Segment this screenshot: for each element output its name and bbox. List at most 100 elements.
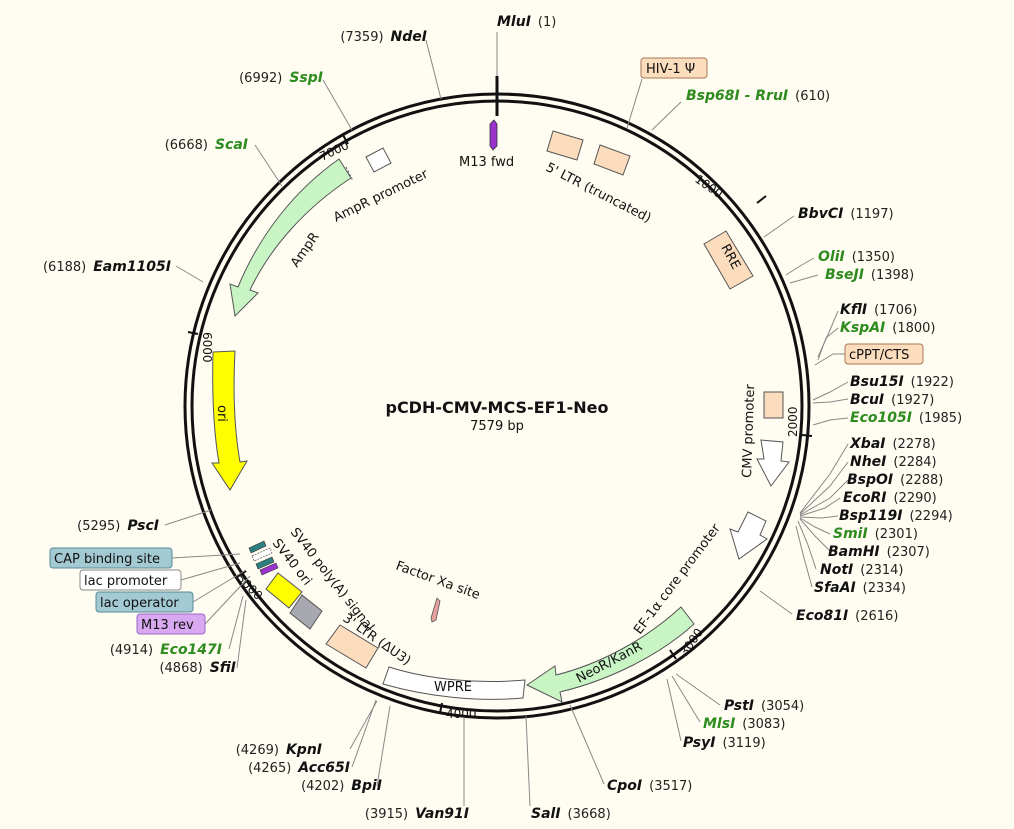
box-m13-rev[interactable]: M13 rev <box>136 575 251 635</box>
enzyme-bspoi-pos: (2288) <box>900 473 943 488</box>
enzyme-sfii[interactable]: (4868)SfiI <box>159 660 236 676</box>
ampr-promoter-arrow <box>365 147 392 173</box>
enzyme-bamhi[interactable]: BamHI(2307) <box>828 544 930 560</box>
enzyme-kpni[interactable]: (4269)KpnI <box>236 742 322 758</box>
enzyme-noti-pos: (2314) <box>860 563 903 578</box>
m13-rev-mark <box>259 562 279 576</box>
leader-smii <box>799 517 831 535</box>
enzyme-van91i[interactable]: (3915) Van91I <box>365 806 469 822</box>
enzyme-labels-left: (3915) Van91I (4202)BpiI (4269)KpnI (4265… <box>43 29 469 822</box>
enzyme-ndei[interactable]: (7359)NdeI <box>340 29 427 45</box>
enzyme-bpii[interactable]: (4202)BpiI <box>301 778 382 794</box>
enzyme-van91i-pos: (3915) <box>365 807 408 822</box>
enzyme-xbai[interactable]: XbaI(2278) <box>849 436 936 452</box>
enzyme-ecori[interactable]: EcoRI(2290) <box>843 490 937 506</box>
enzyme-bbvci[interactable]: BbvCI(1197) <box>798 206 894 222</box>
enzyme-nhei[interactable]: NheI(2284) <box>850 454 937 470</box>
enzyme-psyi-pos: (3119) <box>722 736 765 751</box>
enzyme-sfaai[interactable]: SfaAI(2334) <box>814 580 906 596</box>
enzyme-eco105i[interactable]: Eco105I(1985) <box>850 410 962 426</box>
enzyme-bspoi[interactable]: BspOI (2288) <box>847 472 943 488</box>
enzyme-psyi[interactable]: PsyI (3119) <box>683 735 766 751</box>
box-lac-operator[interactable]: lac operator <box>95 569 247 613</box>
enzyme-eam1105i-name: Eam1105I <box>93 259 171 275</box>
leader-sfii <box>236 599 247 669</box>
feature-m13-fwd[interactable]: M13 fwd <box>459 119 514 170</box>
enzyme-mlsi-pos: (3083) <box>742 717 785 732</box>
enzyme-acc65i[interactable]: (4265)Acc65I <box>248 760 350 776</box>
feature-5-ltr[interactable]: 5' LTR (truncated) <box>543 130 653 226</box>
enzyme-psci-pos: (5295) <box>77 519 120 534</box>
box-cppt-cts[interactable]: cPPT/CTS <box>814 343 924 366</box>
enzyme-kfli[interactable]: KflI(1706) <box>840 302 917 318</box>
tick-3000 <box>669 649 677 660</box>
box-cap-binding-site[interactable]: CAP binding site <box>49 547 241 569</box>
enzyme-scai-name: ScaI <box>215 137 248 153</box>
leader-bspoi <box>799 479 849 516</box>
enzyme-sspi[interactable]: (6992) SspI <box>239 70 323 86</box>
leader-psyi <box>666 678 682 742</box>
lac-operator-leader <box>192 569 247 603</box>
feature-rre[interactable]: RRE <box>703 230 754 290</box>
feature-ef1a-promoter[interactable]: EF-1α core promoter <box>631 511 768 637</box>
enzyme-van91i-name: Van91I <box>415 806 469 822</box>
enzyme-psyi-name: PsyI <box>683 735 715 751</box>
feature-factor-xa[interactable]: Factor Xa site <box>394 559 482 623</box>
leader-acc65i <box>349 700 378 750</box>
enzyme-eco147i[interactable]: (4914)Eco147I <box>110 642 222 658</box>
enzyme-bcui[interactable]: BcuI(1927) <box>850 392 934 408</box>
enzyme-scai[interactable]: (6668)ScaI <box>165 137 248 153</box>
lac-promoter-box <box>79 569 182 591</box>
enzyme-sspi-pos: (6992) <box>239 71 282 86</box>
enzyme-sali[interactable]: SalI(3668) <box>531 806 611 822</box>
enzyme-labels: MluI(1) Bsp68I - RruI(610) BbvCI(1197) O… <box>497 14 962 822</box>
hiv1-psi-label: HIV-1 Ψ <box>646 62 695 77</box>
enzyme-cpoi[interactable]: CpoI(3517) <box>607 778 692 794</box>
leader-scai <box>254 144 283 187</box>
enzyme-noti[interactable]: NotI(2314) <box>820 562 903 578</box>
enzyme-bspoi-name: BspOI <box>847 472 893 488</box>
enzyme-leaders <box>164 32 849 807</box>
plasmid-size: 7579 bp <box>470 419 524 434</box>
box-hiv1-psi[interactable]: HIV-1 Ψ <box>626 57 708 129</box>
cap-label: CAP binding site <box>54 552 160 567</box>
feature-ampr-promoter[interactable]: AmpR promoter <box>331 147 431 226</box>
enzyme-eam1105i[interactable]: (6188)Eam1105I <box>43 259 171 275</box>
enzyme-bsp68i[interactable]: Bsp68I - RruI(610) <box>686 88 830 104</box>
enzyme-bsp68i-pos: (610) <box>795 89 830 104</box>
enzyme-bsp119i-pos: (2294) <box>909 509 952 524</box>
enzyme-olii[interactable]: OliI(1350) <box>818 249 895 265</box>
ori-arrow <box>211 350 248 491</box>
leader-eco147i <box>228 595 244 650</box>
enzyme-bsu15i[interactable]: Bsu15I(1922) <box>850 374 954 390</box>
leader-bsp68i <box>651 101 682 131</box>
enzyme-sspi-name: SspI <box>289 70 323 86</box>
feature-ori[interactable]: ori <box>211 350 248 491</box>
enzyme-bseji[interactable]: BseJI(1398) <box>825 267 914 283</box>
enzyme-bseji-name: BseJI <box>825 267 864 283</box>
enzyme-eco81i[interactable]: Eco81I(2616) <box>796 608 898 624</box>
enzyme-psti[interactable]: PstI(3054) <box>724 698 804 714</box>
enzyme-acc65i-name: Acc65I <box>297 760 350 776</box>
enzyme-bsp119i-name: Bsp119I <box>839 508 902 524</box>
enzyme-bcui-pos: (1927) <box>891 393 934 408</box>
enzyme-mlui-pos: (1) <box>538 15 556 30</box>
feature-wpre[interactable]: WPRE <box>382 666 526 700</box>
enzyme-mlui[interactable]: MluI(1) <box>497 14 556 30</box>
leader-bamhi <box>799 518 831 552</box>
enzyme-cpoi-name: CpoI <box>607 778 642 794</box>
enzyme-nhei-pos: (2284) <box>893 455 936 470</box>
enzyme-kspai[interactable]: KspAI(1800) <box>840 320 935 336</box>
leader-eco105i <box>812 417 849 426</box>
enzyme-smii[interactable]: SmiI(2301) <box>833 526 918 542</box>
5-ltr-label: 5' LTR (truncated) <box>543 160 653 226</box>
hiv1-psi-box <box>640 57 708 79</box>
leader-ecori <box>799 497 841 517</box>
feature-cmv-promoter[interactable]: CMV promoter <box>740 383 790 487</box>
enzyme-smii-name: SmiI <box>833 526 868 542</box>
enzyme-psci[interactable]: (5295)PscI <box>77 518 159 534</box>
box-lac-promoter[interactable]: lac promoter <box>79 562 241 591</box>
ef1a-arrow <box>729 511 768 560</box>
enzyme-mlsi[interactable]: MlsI(3083) <box>703 716 786 732</box>
enzyme-bsp119i[interactable]: Bsp119I (2294) <box>839 508 953 524</box>
